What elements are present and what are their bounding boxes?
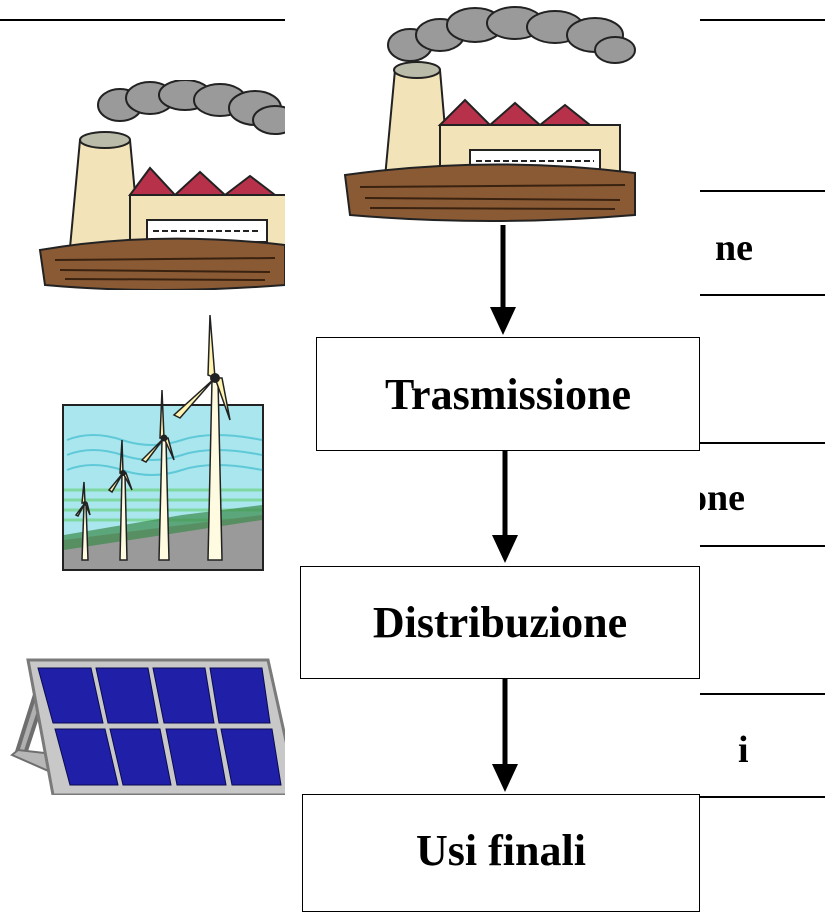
flow-step-trasmissione: Trasmissione xyxy=(316,337,700,451)
bg-line-2a xyxy=(700,442,825,444)
bg-fragment-1: ne xyxy=(715,227,753,269)
arrow-down-icon xyxy=(490,225,516,335)
factory-icon xyxy=(38,80,285,290)
bg-fragment-2: one xyxy=(700,477,745,519)
bg-fragment-3: i xyxy=(738,729,749,771)
solar-panel-icon xyxy=(10,658,285,795)
bg-top-line-left xyxy=(0,19,285,21)
flow-step-distribuzione: Distribuzione xyxy=(300,566,700,679)
flow-step-label: Usi finali xyxy=(416,826,586,875)
bg-line-1b xyxy=(700,294,825,296)
wind-turbines-icon xyxy=(62,314,264,571)
arrow-down-icon xyxy=(492,678,518,792)
flow-step-usi-finali: Usi finali xyxy=(302,794,700,912)
flow-step-label: Distribuzione xyxy=(372,598,628,647)
bg-line-3a xyxy=(700,693,825,695)
bg-line-3b xyxy=(700,796,825,798)
bg-line-2b xyxy=(700,545,825,547)
bg-line-1a xyxy=(700,190,825,192)
flow-step-label: Trasmissione xyxy=(384,369,632,419)
factory-icon xyxy=(343,6,636,222)
arrow-down-icon xyxy=(492,450,518,563)
bg-top-line-right xyxy=(700,19,825,21)
